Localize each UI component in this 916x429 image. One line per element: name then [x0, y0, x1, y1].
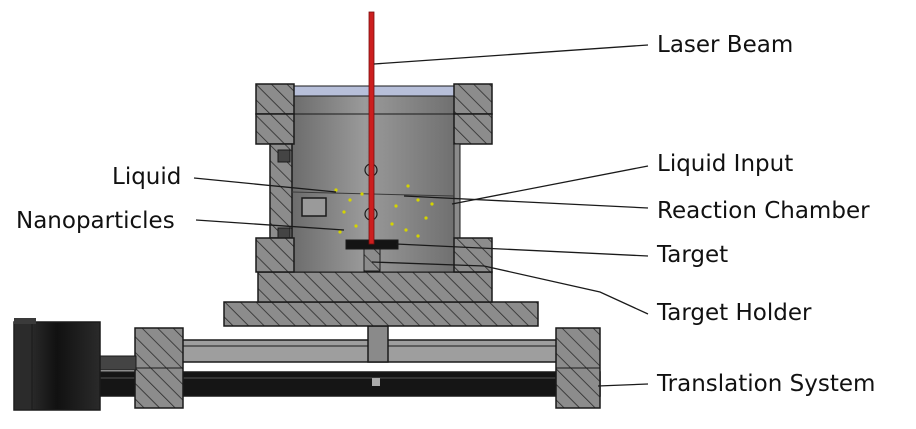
lid-ring-right: [453, 113, 493, 145]
label-liquid: Liquid: [112, 164, 182, 190]
leader-nanoparticles: [195, 219, 345, 231]
target-holder: [257, 271, 493, 303]
translation-system: [13, 318, 601, 411]
leader-liquid-input: [451, 165, 649, 205]
label-reaction-chamber: Reaction Chamber: [657, 198, 870, 224]
oring-upper: [277, 149, 291, 163]
top-flange-right: [453, 83, 493, 115]
target-post: [363, 248, 381, 272]
stage-column: [367, 325, 389, 363]
label-target-holder: Target Holder: [657, 300, 812, 326]
label-laser-beam: Laser Beam: [657, 32, 794, 58]
bottom-flange-left: [255, 237, 295, 273]
label-translation-system: Translation System: [657, 371, 876, 397]
motor-end-cap: [13, 321, 33, 411]
laser-beam: [368, 11, 375, 245]
right-wall: [453, 143, 461, 239]
leader-laser-beam: [373, 44, 649, 65]
leader-translation-system: [597, 383, 649, 387]
label-target: Target: [657, 242, 729, 268]
lid-ring-left: [255, 113, 295, 145]
leader-target: [395, 243, 649, 257]
screw-nut: [372, 378, 380, 386]
base-plate: [223, 301, 539, 327]
label-nanoparticles: Nanoparticles: [16, 208, 175, 234]
liquid-port: [301, 197, 327, 217]
top-flange-left: [255, 83, 295, 115]
leader-lines: [193, 44, 649, 387]
bottom-flange-right: [453, 237, 493, 273]
leader-reaction-chamber: [403, 195, 649, 209]
label-liquid-input: Liquid Input: [657, 151, 794, 177]
leader-target-holder: [371, 261, 649, 315]
shaft-coupling: [99, 355, 137, 371]
leader-liquid: [193, 177, 337, 193]
nanoparticles: [334, 184, 434, 238]
